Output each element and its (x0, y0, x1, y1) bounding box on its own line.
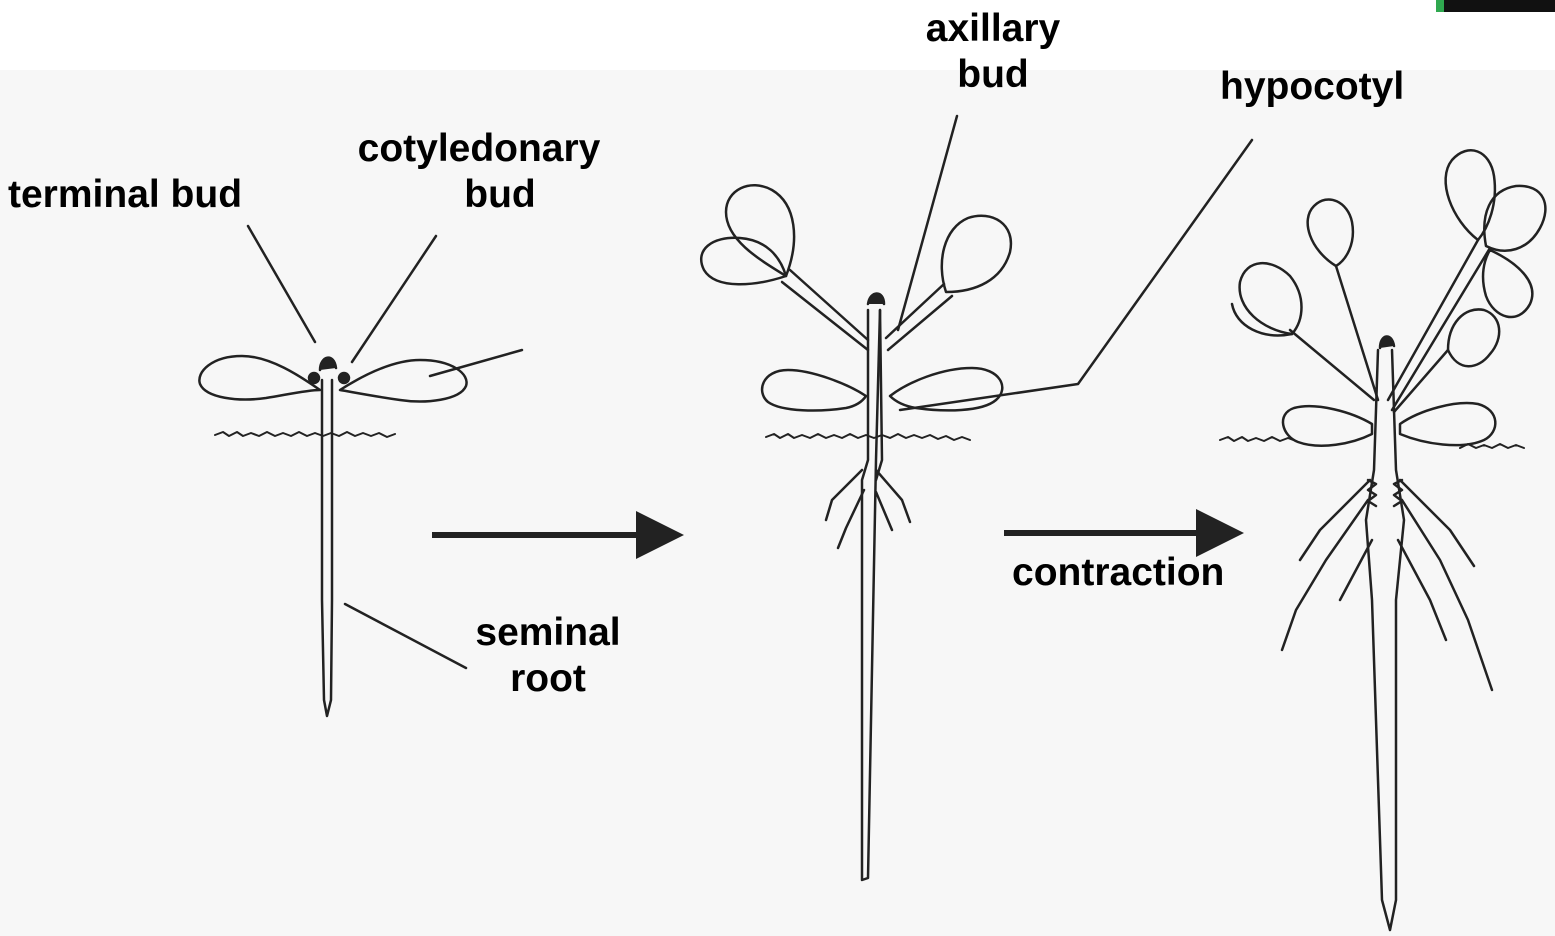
cotyledonary-bud-left (309, 373, 319, 383)
label-hypocotyl: hypocotyl (1220, 64, 1404, 110)
label-seminal-root: seminal root (468, 610, 628, 702)
corner-tab-accent (1436, 0, 1444, 12)
label-axillary-bud-line1: axillary (918, 6, 1068, 52)
cotyledonary-bud-right (339, 373, 349, 383)
label-contraction: contraction (1012, 550, 1224, 596)
label-cotyledonary-bud-line1: cotyledonary (348, 126, 610, 172)
label-terminal-bud: terminal bud (8, 172, 242, 218)
label-cotyledonary-bud: cotyledonary bud (348, 126, 610, 218)
terminal-bud-3-shape (1380, 336, 1394, 348)
label-axillary-bud: axillary bud (918, 6, 1068, 98)
label-cotyledonary-bud-line2: bud (390, 172, 610, 218)
corner-tab (1436, 0, 1555, 12)
label-seminal-root-line1: seminal (468, 610, 628, 656)
label-seminal-root-line2: root (468, 656, 628, 702)
terminal-bud-shape (320, 358, 336, 370)
label-axillary-bud-line2: bud (918, 52, 1068, 98)
